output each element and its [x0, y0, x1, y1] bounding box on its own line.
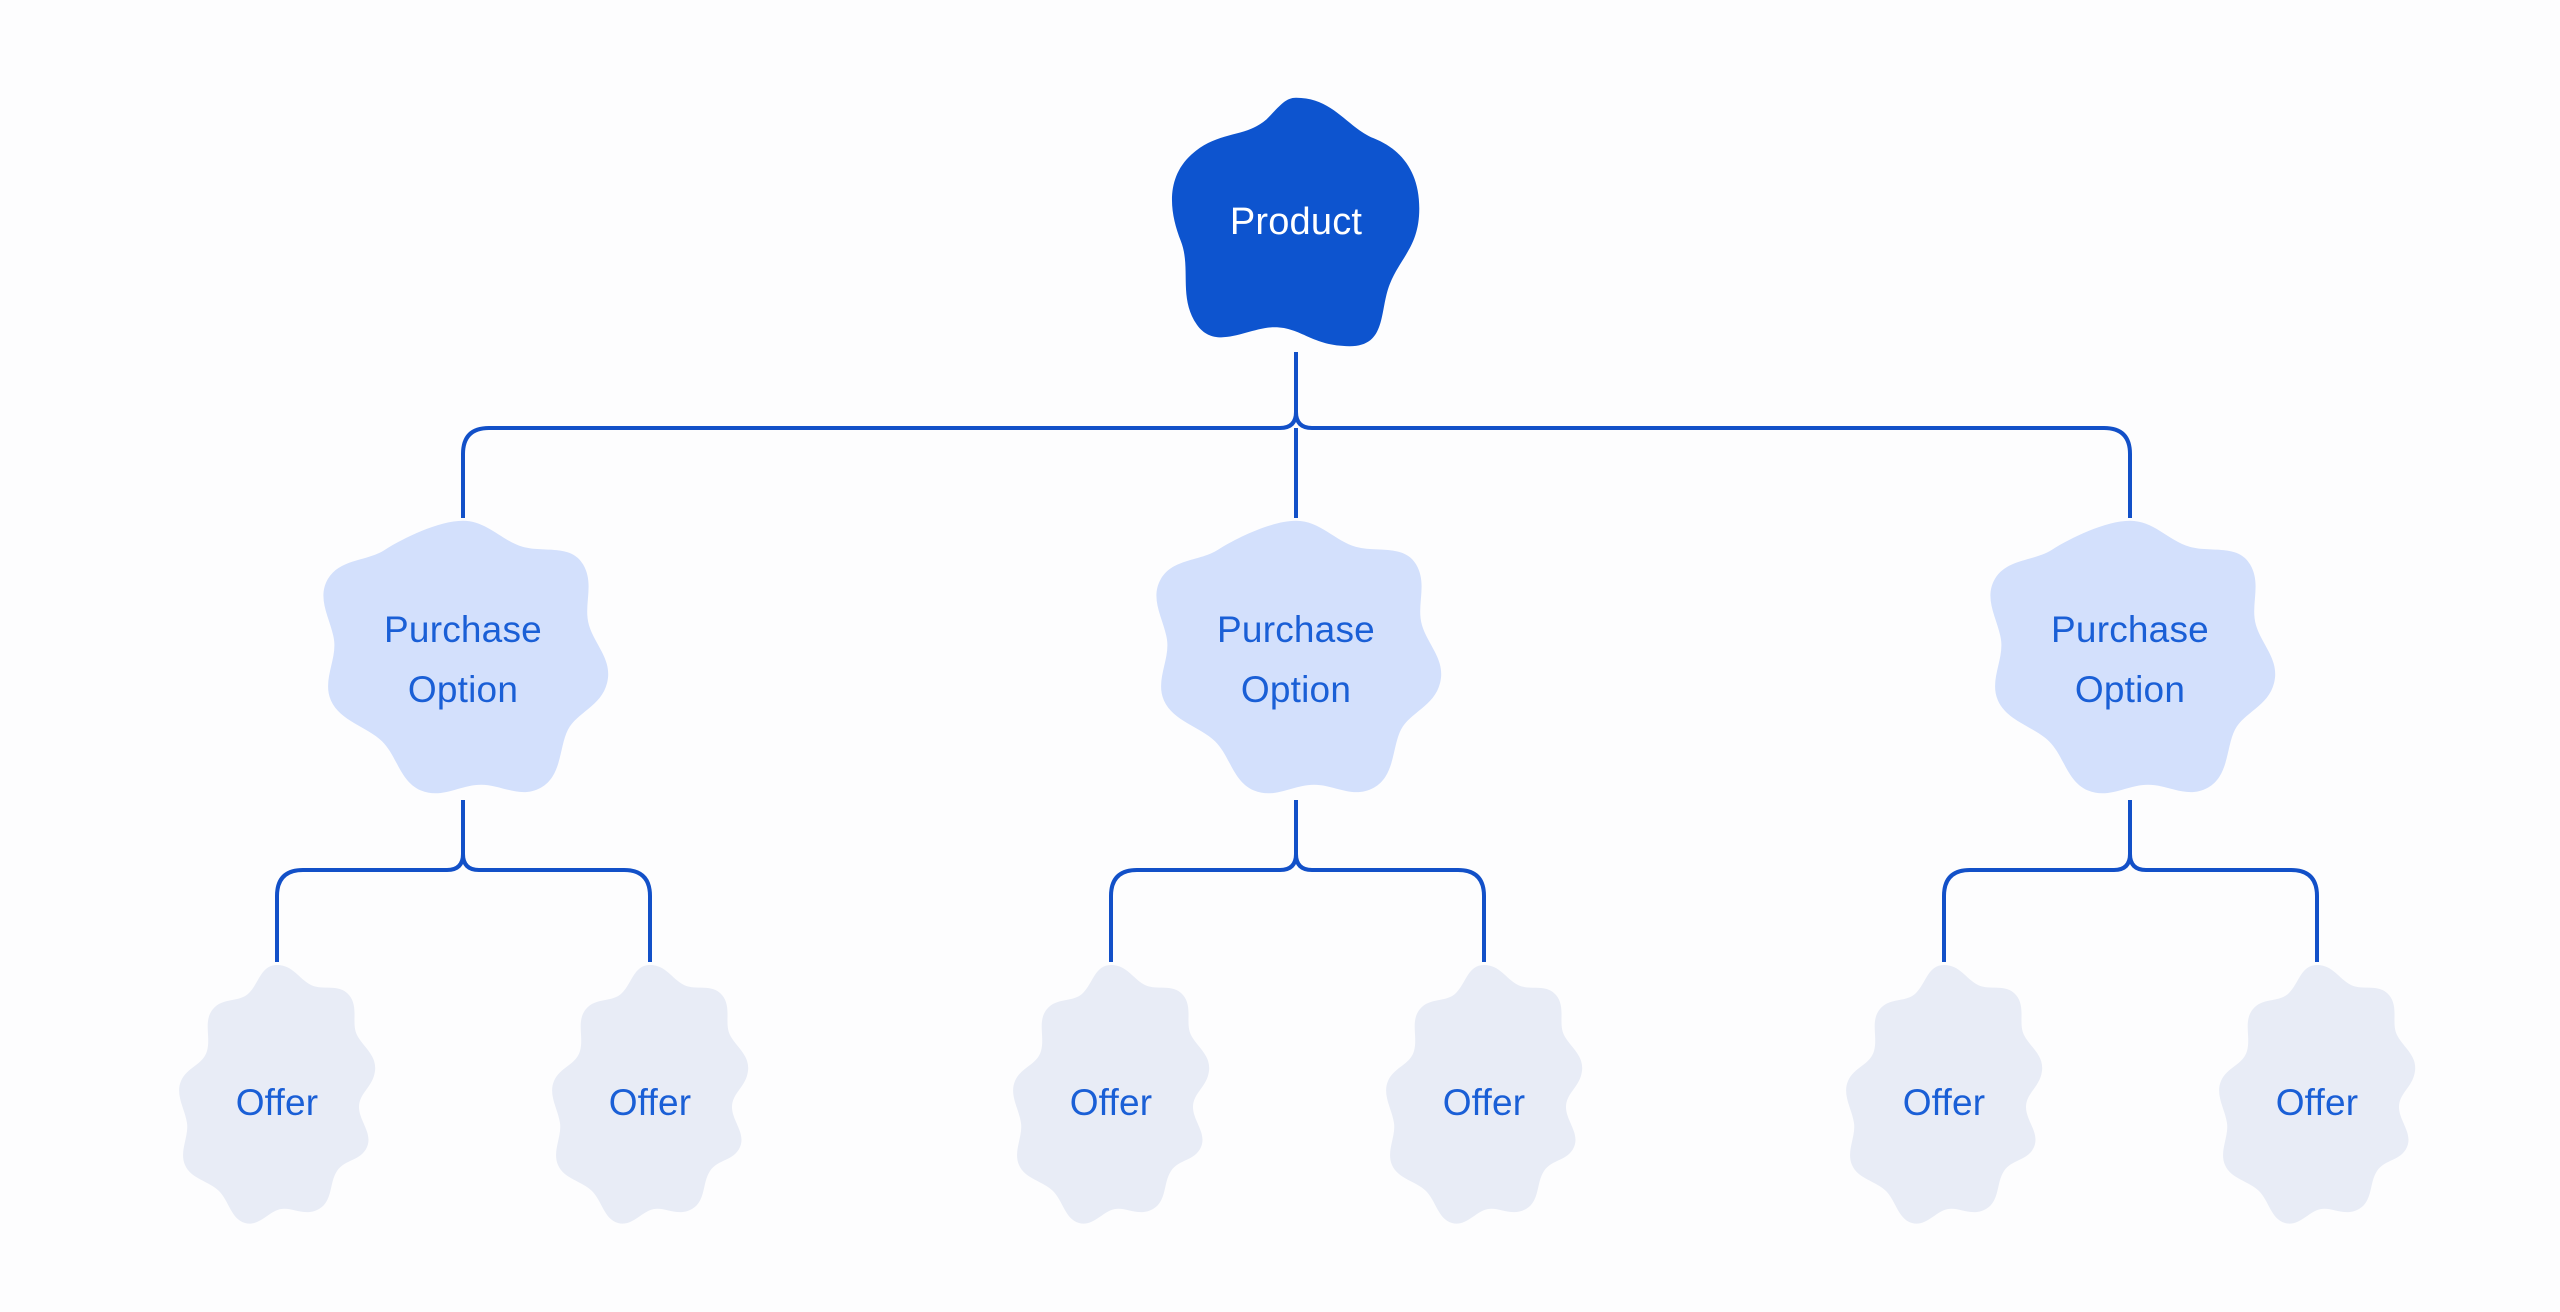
node-product[interactable] [1171, 97, 1420, 347]
node-purchase-option-3[interactable] [1990, 520, 2276, 794]
offer-1-shape [179, 965, 376, 1224]
connector-level1-bar-left [461, 426, 1280, 518]
node-purchase-option-2[interactable] [1156, 520, 1442, 794]
node-offer-1[interactable] [179, 965, 376, 1224]
connector-branch2-bar-right [1312, 868, 1486, 962]
connector-level1-bar-right [1312, 426, 2132, 518]
connector-branch1-stem [461, 800, 480, 872]
node-offer-4[interactable] [1386, 965, 1583, 1224]
connector-branch3-bar-right [2146, 868, 2319, 962]
connector-root-stem [1294, 352, 1313, 430]
connector-branch1-bar-left [275, 868, 447, 962]
connector-branch2-stem [1294, 800, 1313, 872]
connector-branch1-bar-right [479, 868, 652, 962]
node-offer-5[interactable] [1846, 965, 2043, 1224]
connector-branch3-bar-left [1942, 868, 2114, 962]
node-offer-6[interactable] [2219, 965, 2416, 1224]
node-offer-2[interactable] [552, 965, 749, 1224]
offer-4-shape [1386, 965, 1583, 1224]
connector-root-stem-left-fillet [1279, 411, 1298, 430]
offer-6-shape [2219, 965, 2416, 1224]
connector-branch2-bar-left [1109, 868, 1280, 962]
offer-5-shape [1846, 965, 2043, 1224]
node-purchase-option-1[interactable] [323, 520, 609, 794]
purchase-option-3-shape [1990, 520, 2276, 794]
connector-branch1-stem-left-fillet [446, 853, 465, 872]
offer-3-shape [1013, 965, 1210, 1224]
connector-branch3-stem [2128, 800, 2147, 872]
connector-branch3-stem-left-fillet [2113, 853, 2132, 872]
node-offer-3[interactable] [1013, 965, 1210, 1224]
purchase-option-2-shape [1156, 520, 1442, 794]
purchase-option-1-shape [323, 520, 609, 794]
product-node-shape [1171, 97, 1420, 347]
offer-2-shape [552, 965, 749, 1224]
connector-branch2-stem-left-fillet [1279, 853, 1298, 872]
connector-group [275, 352, 2319, 962]
